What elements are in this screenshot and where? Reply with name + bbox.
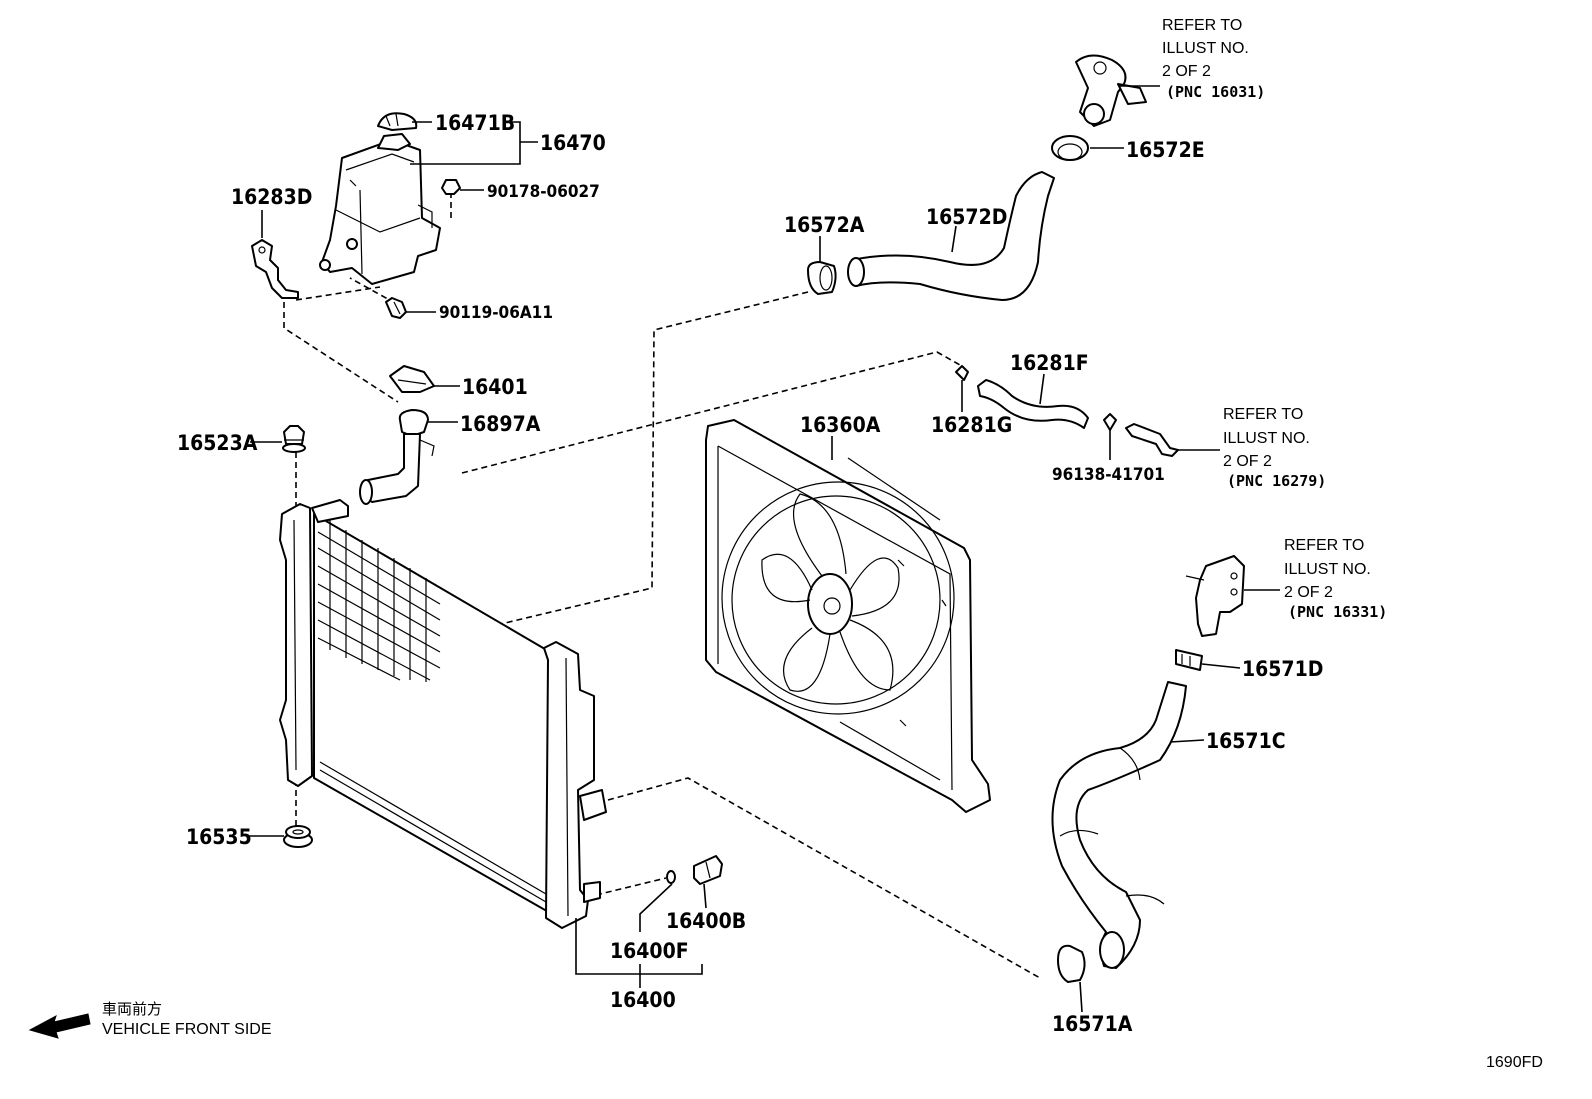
upper-hose-16572D — [847, 171, 1055, 301]
leader-lines — [248, 85, 1280, 1013]
hose-clamp-16572E — [1051, 135, 1089, 161]
ref-line: 2 OF 2 — [1162, 63, 1211, 80]
front-arrow-icon — [28, 1013, 91, 1039]
ref-line: 2 OF 2 — [1284, 584, 1333, 601]
label-16470: 16470 — [540, 131, 606, 155]
refer-note-16279: REFER TO ILLUST NO. 2 OF 2 (PNC 16279) — [1223, 406, 1326, 490]
vehicle-front-note: 車両前方 VEHICLE FRONT SIDE — [28, 1000, 272, 1039]
hose-clamp-16572A — [807, 261, 837, 295]
refer-note-16031: REFER TO ILLUST NO. 2 OF 2 (PNC 16031) — [1162, 17, 1265, 101]
label-16400: 16400 — [610, 988, 676, 1012]
label-16281F: 16281F — [1010, 351, 1089, 375]
dashed-assembly-lines — [283, 192, 1041, 979]
label-16360A: 16360A — [800, 413, 881, 437]
label-16572E: 16572E — [1126, 138, 1205, 162]
label-16572D: 16572D — [926, 205, 1007, 229]
ref-line: REFER TO — [1223, 406, 1303, 423]
label-16897A: 16897A — [460, 412, 541, 436]
ref-line: ILLUST NO. — [1162, 40, 1249, 57]
label-16571C: 16571C — [1206, 729, 1286, 753]
lower-hose-16571C — [1051, 681, 1187, 969]
bypass-pipe-part — [1125, 423, 1179, 457]
water-outlet-part — [1075, 54, 1147, 127]
bolt-90119 — [385, 297, 407, 319]
label-96138-41701: 96138-41701 — [1052, 465, 1165, 485]
label-16571D: 16571D — [1242, 657, 1323, 681]
hose-clip-16281G — [955, 365, 969, 381]
diagram-code: 1690FD — [1486, 1054, 1543, 1071]
label-90178-06027: 90178-06027 — [487, 182, 600, 202]
label-16523A: 16523A — [177, 431, 258, 455]
bracket-16283D — [251, 239, 299, 299]
bypass-hose-16281F — [977, 379, 1089, 429]
label-16281G: 16281G — [931, 413, 1012, 437]
ref-line: REFER TO — [1162, 17, 1242, 34]
label-16572A: 16572A — [784, 213, 865, 237]
radiator-cap-16401 — [389, 365, 435, 393]
label-16571A: 16571A — [1052, 1012, 1133, 1036]
ref-pnc: (PNC 16331) — [1288, 603, 1387, 621]
ref-line: REFER TO — [1284, 537, 1364, 554]
thermostat-housing-part — [1185, 555, 1245, 637]
o-ring-16400F — [666, 870, 676, 884]
label-16401: 16401 — [462, 375, 528, 399]
reservoir-tank-16470 — [319, 133, 441, 285]
ref-line: ILLUST NO. — [1223, 430, 1310, 447]
front-note-cjk: 車両前方 — [102, 1000, 162, 1018]
ref-pnc: (PNC 16031) — [1166, 83, 1265, 101]
clip-90178 — [441, 179, 461, 195]
ref-pnc: (PNC 16279) — [1227, 472, 1326, 490]
label-16400F: 16400F — [610, 939, 689, 963]
label-16471B: 16471B — [435, 111, 515, 135]
filler-neck-16897A — [359, 409, 435, 505]
reservoir-cap-16471B — [377, 112, 418, 131]
label-16535: 16535 — [186, 825, 252, 849]
clip-96138 — [1103, 413, 1117, 431]
front-note-en: VEHICLE FRONT SIDE — [102, 1021, 272, 1038]
grommet-16523A — [282, 425, 306, 453]
label-16400B: 16400B — [666, 909, 746, 933]
label-90119-06A11: 90119-06A11 — [439, 303, 553, 323]
ref-line: ILLUST NO. — [1284, 561, 1371, 578]
fan-shroud-16360A — [705, 419, 991, 813]
hose-clamp-16571A — [1057, 944, 1086, 983]
grommet-16535 — [283, 825, 313, 848]
radiator-core-fins — [317, 520, 547, 903]
hose-clamp-16571D — [1175, 649, 1203, 671]
ref-line: 2 OF 2 — [1223, 453, 1272, 470]
label-16283D: 16283D — [231, 185, 312, 209]
radiator-assembly-16400 — [279, 499, 607, 929]
part-labels: 16471B 16470 90178-06027 16283D 90119-06… — [177, 111, 1323, 1036]
refer-note-16331: REFER TO ILLUST NO. 2 OF 2 (PNC 16331) — [1284, 537, 1387, 621]
drain-cock-16400B — [693, 855, 723, 885]
